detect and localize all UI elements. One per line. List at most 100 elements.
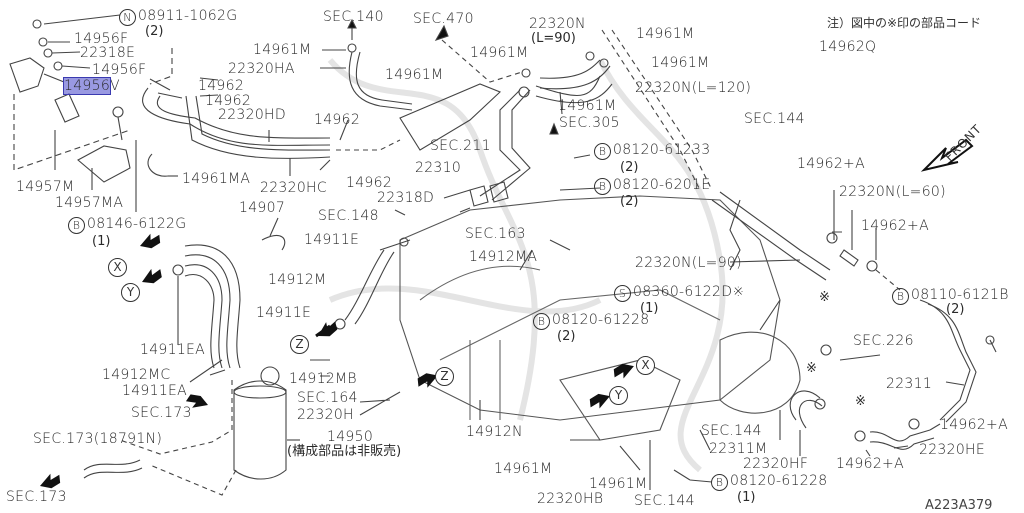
- label-sec-144-top[interactable]: SEC.144: [744, 111, 805, 127]
- label-14961M-d[interactable]: 14961M: [636, 26, 695, 42]
- label-22320N-L90-mid[interactable]: 22320N(L=90): [635, 255, 742, 271]
- b-circle-symbol: B: [892, 288, 909, 305]
- label-14956F-a[interactable]: 14956F: [74, 31, 129, 47]
- label-sec-470[interactable]: SEC.470: [413, 11, 474, 27]
- note-part-code-14962Q: 14962Q: [819, 39, 877, 55]
- asterisk-mark-b: ※: [806, 361, 817, 376]
- label-14957MA[interactable]: 14957MA: [55, 195, 124, 211]
- label-22320HB[interactable]: 22320HB: [537, 491, 604, 507]
- label-14961MA[interactable]: 14961MA: [182, 171, 251, 187]
- n-circle-symbol: N: [119, 9, 136, 26]
- label-22311[interactable]: 22311: [886, 376, 933, 392]
- note-14950-not-sold-separately: (構成部品は非販売): [287, 444, 402, 459]
- label-14962A-b[interactable]: 14962+A: [861, 218, 929, 234]
- label-22320H[interactable]: 22320H: [297, 407, 354, 423]
- label-14907[interactable]: 14907: [239, 200, 286, 216]
- label-sec-173-18791N[interactable]: SEC.173(18791N): [33, 431, 163, 447]
- label-22320HF[interactable]: 22320HF: [743, 456, 809, 472]
- label-22320HE[interactable]: 22320HE: [919, 442, 986, 458]
- label-14962-c[interactable]: 14962: [314, 112, 361, 128]
- b-circle-symbol: B: [68, 217, 85, 234]
- label-14956V[interactable]: 14956V: [62, 77, 120, 95]
- label-22320N-L90-top[interactable]: 22320N: [529, 16, 586, 32]
- label-14911EA-a[interactable]: 14911EA: [140, 342, 206, 358]
- label-14912N[interactable]: 14912N: [466, 424, 523, 440]
- label-22320N-L60[interactable]: 22320N(L=60): [839, 184, 946, 200]
- label-sec-164[interactable]: SEC.164: [297, 390, 358, 406]
- s-circle-symbol: S: [614, 285, 631, 302]
- label-14962A-a[interactable]: 14962+A: [797, 156, 865, 172]
- label-14962A-c[interactable]: 14962+A: [940, 417, 1008, 433]
- qty-08120-6201E: (2): [620, 194, 639, 209]
- ref-marker-x[interactable]: X: [108, 258, 127, 277]
- qty-08110-6121B: (2): [946, 302, 965, 317]
- label-sec-211[interactable]: SEC.211: [430, 138, 491, 154]
- label-14956F-b[interactable]: 14956F: [92, 62, 147, 78]
- ref-marker-x-center[interactable]: X: [636, 356, 655, 375]
- label-sec-140[interactable]: SEC.140: [323, 9, 384, 25]
- ref-marker-y-center[interactable]: Y: [609, 386, 628, 405]
- label-sec-305[interactable]: SEC.305: [559, 115, 620, 131]
- label-14961M-h[interactable]: 14961M: [589, 476, 648, 492]
- qty-08120-61228-a: (2): [557, 329, 576, 344]
- label-14957M[interactable]: 14957M: [16, 179, 75, 195]
- label-sec-144-mid[interactable]: SEC.144: [701, 423, 762, 439]
- label-14950[interactable]: 14950: [327, 429, 374, 445]
- label-14962A-d[interactable]: 14962+A: [836, 456, 904, 472]
- diagram-code: A223A379: [925, 498, 993, 513]
- qty-08120-61228-b: (1): [737, 490, 756, 505]
- ref-marker-z-center[interactable]: Z: [435, 367, 454, 386]
- label-14962-d[interactable]: 14962: [346, 175, 393, 191]
- label-14911E-a[interactable]: 14911E: [304, 232, 360, 248]
- qty-08120-61233: (2): [620, 160, 639, 175]
- label-14961M-a[interactable]: 14961M: [253, 42, 312, 58]
- label-14961M-e[interactable]: 14961M: [651, 55, 710, 71]
- label-14961M-g[interactable]: 14961M: [494, 461, 553, 477]
- label-14962-a[interactable]: 14962: [198, 78, 245, 94]
- label-sec-163[interactable]: SEC.163: [465, 226, 526, 242]
- label-14961M-f[interactable]: 14961M: [558, 98, 617, 114]
- label-22310[interactable]: 22310: [415, 160, 462, 176]
- front-arrow-icon: [924, 140, 972, 172]
- asterisk-mark-c: ※: [855, 394, 866, 409]
- label-22318E[interactable]: 22318E: [80, 45, 136, 61]
- asterisk-mark-a: ※: [819, 290, 830, 305]
- label-sec-173-b[interactable]: SEC.173: [6, 489, 67, 505]
- label-sec-173-a[interactable]: SEC.173: [131, 405, 192, 421]
- label-22320HA[interactable]: 22320HA: [228, 61, 295, 77]
- label-14912MA[interactable]: 14912MA: [469, 249, 538, 265]
- ref-marker-z[interactable]: Z: [290, 335, 309, 354]
- label-14912MC[interactable]: 14912MC: [102, 367, 171, 383]
- label-14911E-b[interactable]: 14911E: [256, 305, 312, 321]
- qty-08911: (2): [145, 24, 164, 39]
- length-22320N-L90-top: (L=90): [531, 31, 576, 46]
- label-22311M[interactable]: 22311M: [709, 441, 768, 457]
- label-sec-148[interactable]: SEC.148: [318, 208, 379, 224]
- qty-08360-6122D: (1): [640, 301, 659, 316]
- label-14961M-c[interactable]: 14961M: [470, 45, 529, 61]
- qty-08146: (1): [92, 234, 111, 249]
- label-14961M-b[interactable]: 14961M: [385, 67, 444, 83]
- label-22320HD[interactable]: 22320HD: [218, 107, 286, 123]
- label-14962-b[interactable]: 14962: [205, 93, 252, 109]
- highlighted-part-number: 14956: [62, 77, 112, 95]
- ref-marker-y[interactable]: Y: [121, 283, 140, 302]
- label-22318D[interactable]: 22318D: [377, 190, 435, 206]
- label-14912M[interactable]: 14912M: [268, 272, 327, 288]
- b-circle-symbol: B: [594, 178, 611, 195]
- label-14911EA-b[interactable]: 14911EA: [122, 383, 188, 399]
- label-14912MB[interactable]: 14912MB: [289, 371, 357, 387]
- label-22320N-L120[interactable]: 22320N(L=120): [635, 80, 752, 96]
- label-sec-226[interactable]: SEC.226: [853, 333, 914, 349]
- label-sec-144-bottom[interactable]: SEC.144: [634, 493, 695, 509]
- label-22320HC[interactable]: 22320HC: [260, 180, 327, 196]
